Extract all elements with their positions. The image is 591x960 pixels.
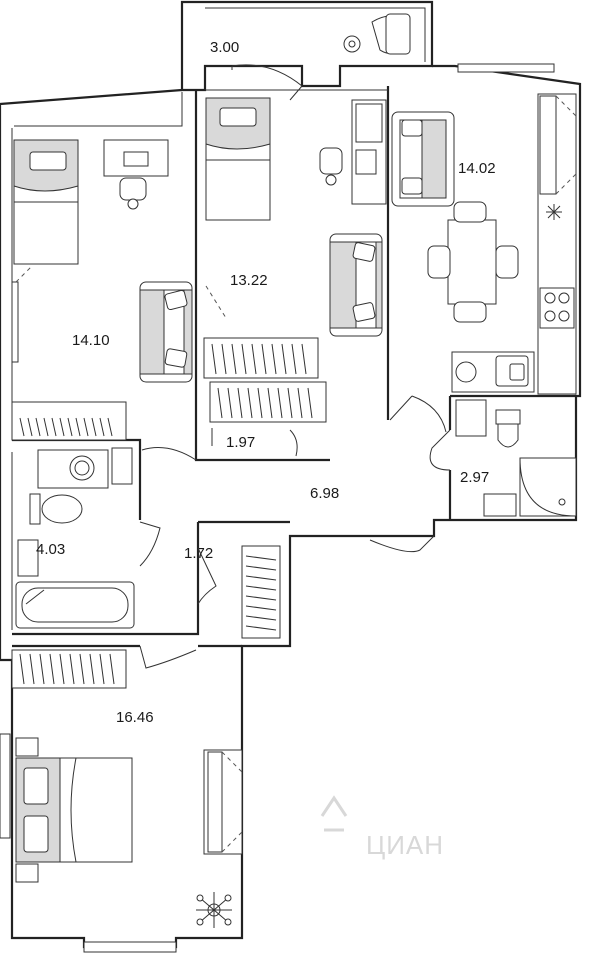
wardrobe-left (11, 401, 127, 441)
shower-room-furniture (455, 399, 577, 517)
storage-area: 1.72 (184, 545, 213, 562)
hall-area: 6.98 (310, 485, 339, 502)
kitchen-door[interactable] (389, 395, 447, 433)
bedroom-middle-area: 13.22 (230, 272, 268, 289)
bedroom-left-door-swing (15, 265, 33, 283)
master-bedroom-door[interactable] (139, 645, 197, 669)
closet-door[interactable] (211, 428, 298, 457)
kitchen-area: 14.02 (458, 160, 496, 177)
wardrobe-middle (203, 337, 319, 379)
bedroom-middle-door-swing (205, 285, 227, 319)
master-bedroom-furniture (15, 737, 243, 928)
entrance-door[interactable] (369, 535, 435, 553)
bedroom-left-furniture (13, 139, 193, 383)
shower-room-door[interactable] (429, 429, 451, 471)
plant-icon (196, 892, 232, 928)
bathroom-door[interactable] (139, 521, 161, 567)
storage-furniture (241, 545, 281, 639)
bathroom-area: 4.03 (36, 541, 65, 558)
cian-watermark: ЦИАН (320, 795, 444, 860)
master-wardrobe (11, 649, 127, 689)
balcony-area: 3.00 (210, 39, 239, 56)
balcony-door[interactable] (231, 64, 303, 101)
shower-room-area: 2.97 (460, 469, 489, 486)
closet-furniture (209, 381, 327, 423)
bedroom-left-area: 14.10 (72, 332, 110, 349)
storage-door[interactable] (197, 547, 217, 605)
svg-text:ЦИАН: ЦИАН (366, 830, 444, 860)
kitchen-furniture (391, 93, 577, 395)
windows (0, 63, 555, 953)
master-bedroom-area: 16.46 (116, 709, 154, 726)
closet-area: 1.97 (226, 434, 255, 451)
hall-left-door[interactable] (141, 447, 197, 461)
bathroom-furniture (15, 447, 135, 629)
balcony-furniture (343, 13, 411, 55)
bedroom-middle-furniture (205, 97, 387, 337)
